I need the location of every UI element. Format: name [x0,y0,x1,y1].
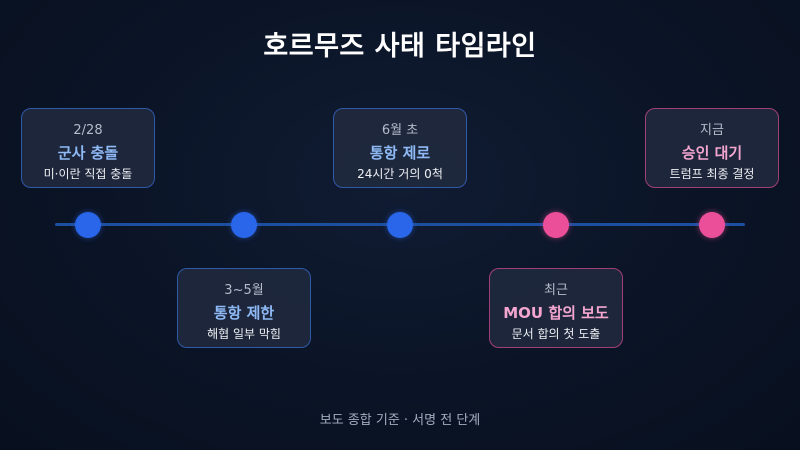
event-detail: 트럼프 최종 결정 [669,167,755,181]
event-detail: 문서 합의 첫 도출 [511,327,601,341]
event-detail: 24시간 거의 0척 [357,167,443,181]
timeline-dot-5 [699,212,725,238]
timeline-dot-1 [75,212,101,238]
timeline-dot-2 [231,212,257,238]
timeline-dot-4 [543,212,569,238]
timeline-dot-3 [387,212,413,238]
event-card-4: 최근 MOU 합의 보도 문서 합의 첫 도출 [489,268,623,348]
event-date: 6월 초 [381,123,419,138]
event-headline: MOU 합의 보도 [503,304,609,322]
event-date: 3~5월 [224,283,264,298]
event-date: 지금 [700,123,724,138]
event-card-1: 2/28 군사 충돌 미·이란 직접 충돌 [21,108,155,188]
event-card-3: 6월 초 통항 제로 24시간 거의 0척 [333,108,467,188]
event-detail: 미·이란 직접 충돌 [43,167,133,181]
page-title: 호르무즈 사태 타임라인 [263,31,537,62]
event-card-5: 지금 승인 대기 트럼프 최종 결정 [645,108,779,188]
event-headline: 통항 제로 [369,144,431,162]
event-headline: 군사 충돌 [57,144,119,162]
event-headline: 통항 제한 [213,304,275,322]
event-date: 최근 [544,283,568,298]
event-card-2: 3~5월 통항 제한 해협 일부 막힘 [177,268,311,348]
event-date: 2/28 [73,123,103,138]
event-headline: 승인 대기 [681,144,743,162]
footer-note: 보도 종합 기준 · 서명 전 단계 [319,413,481,428]
event-detail: 해협 일부 막힘 [207,327,281,341]
